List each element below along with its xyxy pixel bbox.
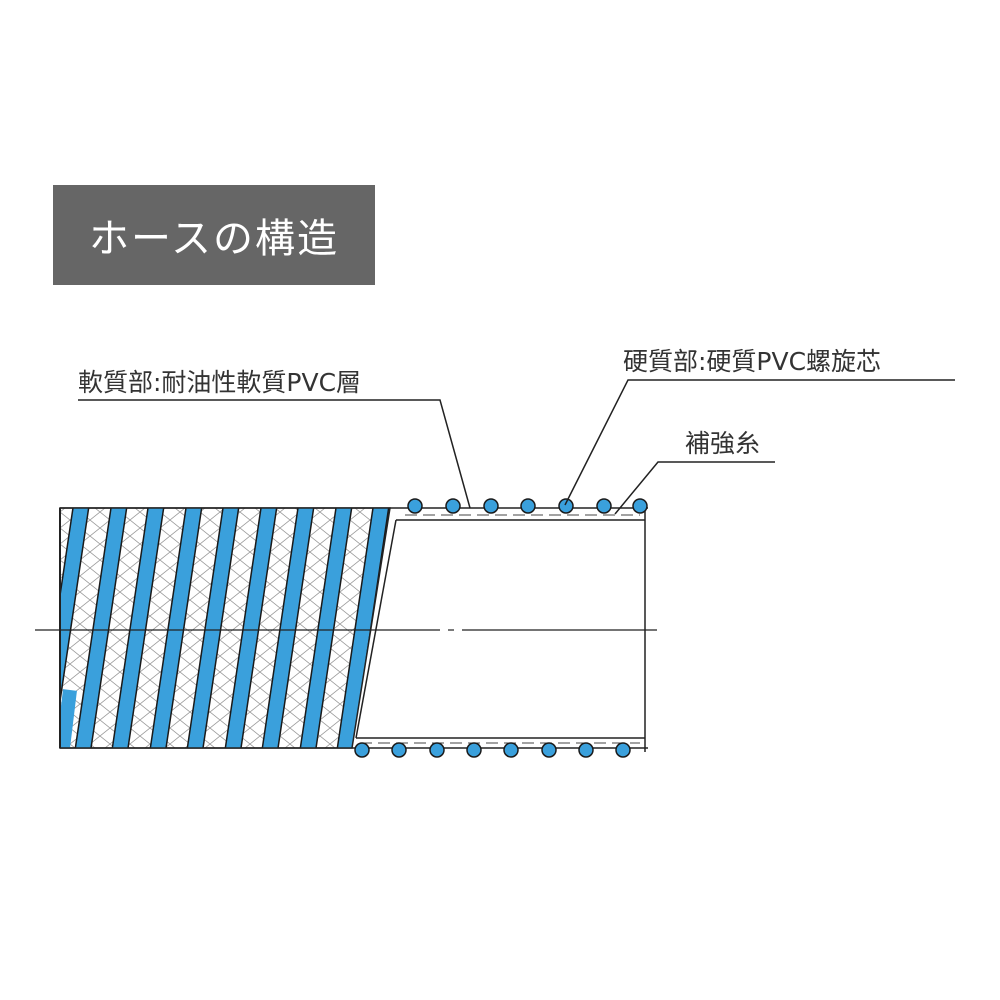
spiral-band xyxy=(337,508,389,748)
hard-part-label: 硬質部:硬質PVC螺旋芯 xyxy=(623,347,881,376)
spiral-band xyxy=(225,508,277,748)
outer-braided-section xyxy=(59,507,391,749)
spiral-core-bead-bottom xyxy=(578,742,594,758)
spiral-core-bead-top xyxy=(407,498,423,514)
leader-reinforcement xyxy=(614,461,775,515)
cutaway-section xyxy=(351,498,648,758)
cut-edge-outer xyxy=(351,507,391,749)
soft-part-label: 軟質部:耐油性軟質PVC層 xyxy=(78,368,361,397)
reinforcement-label: 補強糸 xyxy=(685,429,760,458)
page-title: ホースの構造 xyxy=(89,216,339,262)
spiral-band xyxy=(262,508,314,748)
spiral-core-bead-top xyxy=(558,498,574,514)
spiral-band xyxy=(60,508,89,748)
spiral-core-sections xyxy=(354,498,648,758)
cut-edge-inner xyxy=(355,519,397,739)
spiral-core-bead-top xyxy=(632,498,648,514)
spiral-core-bead-top xyxy=(445,498,461,514)
spiral-core-bead-bottom xyxy=(354,742,370,758)
spiral-band xyxy=(300,508,352,748)
spiral-core-bead-bottom xyxy=(466,742,482,758)
title-banner: ホースの構造 xyxy=(53,185,375,285)
spiral-core-bead-bottom xyxy=(429,742,445,758)
spiral-band-partial xyxy=(60,689,77,748)
spiral-core-bead-top xyxy=(596,498,612,514)
spiral-core-bead-top xyxy=(483,498,499,514)
spiral-core-bead-bottom xyxy=(503,742,519,758)
leader-soft-part xyxy=(78,399,471,509)
spiral-band xyxy=(187,508,239,748)
spiral-core-bead-top xyxy=(520,498,536,514)
spiral-band xyxy=(150,508,202,748)
spiral-band xyxy=(75,508,127,748)
spiral-group xyxy=(60,508,390,748)
spiral-core-bead-bottom xyxy=(615,742,631,758)
leader-hard-part xyxy=(564,379,955,506)
spiral-core-bead-bottom xyxy=(391,742,407,758)
spiral-core-bead-bottom xyxy=(541,742,557,758)
leader-lines xyxy=(78,379,955,515)
spiral-band xyxy=(112,508,164,748)
